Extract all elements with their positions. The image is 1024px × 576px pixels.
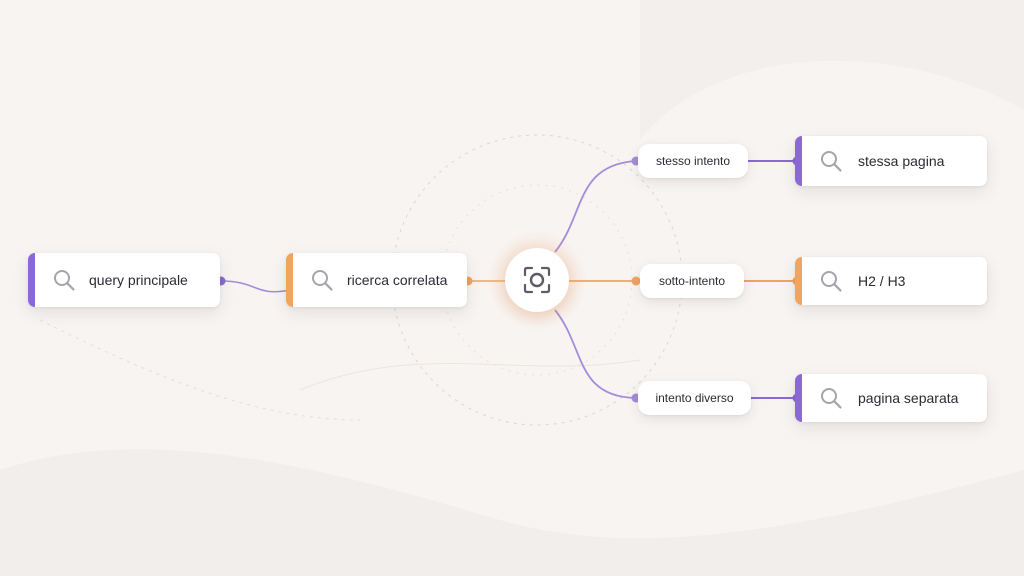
hub-node[interactable] bbox=[505, 248, 569, 312]
card-accent bbox=[286, 253, 293, 307]
search-icon bbox=[312, 270, 333, 291]
card-accent bbox=[28, 253, 35, 307]
condition-label: stesso intento bbox=[655, 154, 731, 168]
condition-label: sotto-intento bbox=[658, 274, 726, 288]
search-icon bbox=[821, 151, 842, 172]
focus-target-icon bbox=[523, 266, 551, 294]
edge-hub-branch-1 bbox=[554, 160, 637, 253]
search-icon bbox=[821, 271, 842, 292]
result-label: stessa pagina bbox=[858, 153, 945, 169]
related-search-label: ricerca correlata bbox=[347, 272, 448, 288]
condition-pill-same-intent[interactable]: stesso intento bbox=[638, 144, 748, 178]
root-query-label: query principale bbox=[89, 272, 188, 288]
result-card-separate-page[interactable]: pagina separata bbox=[795, 374, 987, 422]
result-label: H2 / H3 bbox=[858, 273, 906, 289]
edge-hub-branch-3 bbox=[554, 309, 637, 399]
condition-pill-sub-intent[interactable]: sotto-intento bbox=[640, 264, 744, 298]
search-icon bbox=[821, 388, 842, 409]
condition-pill-different-intent[interactable]: intento diverso bbox=[638, 381, 751, 415]
root-query-card[interactable]: query principale bbox=[28, 253, 220, 307]
edge-root-related bbox=[220, 280, 291, 293]
related-search-card[interactable]: ricerca correlata bbox=[286, 253, 467, 307]
result-label: pagina separata bbox=[858, 390, 959, 406]
result-card-same-page[interactable]: stessa pagina bbox=[795, 136, 987, 186]
card-accent bbox=[795, 136, 802, 186]
card-accent bbox=[795, 257, 802, 305]
result-card-headings[interactable]: H2 / H3 bbox=[795, 257, 987, 305]
condition-label: intento diverso bbox=[655, 391, 734, 405]
port-branch-2 bbox=[631, 276, 641, 286]
search-icon bbox=[54, 270, 75, 291]
card-accent bbox=[795, 374, 802, 422]
